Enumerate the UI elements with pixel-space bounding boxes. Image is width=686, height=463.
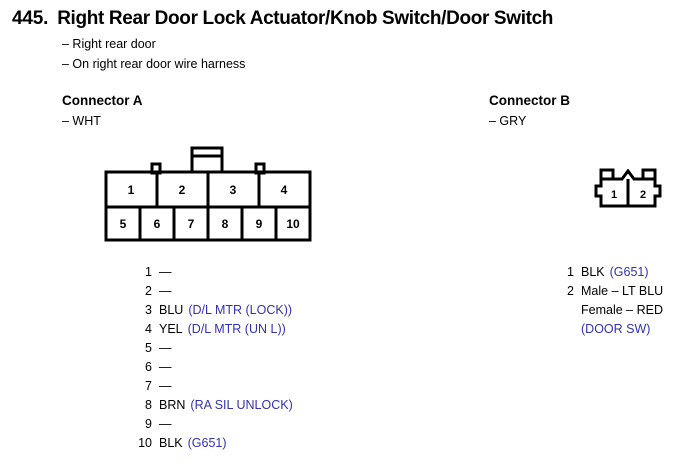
pin-number: 2 — [567, 284, 574, 298]
pin-number: 5 — [145, 341, 152, 355]
page-title-text: Right Rear Door Lock Actuator/Knob Switc… — [57, 8, 554, 29]
connector-b-svg: 1 2 — [594, 168, 662, 208]
connector-a-pin-list: 1 — 2 — 3 BLU (D/L MTR (LOCK)) 4 YEL (D/… — [130, 265, 293, 455]
page-title: 445. Right Rear Door Lock Actuator/Knob … — [12, 8, 682, 30]
pin-row-continuation: 2 Female – RED — [552, 303, 663, 322]
pin-row: 5 — — [130, 341, 293, 360]
pin-cell-8: 8 — [222, 217, 229, 231]
pin-description: (G651) — [609, 265, 649, 279]
pin-label: — — [159, 284, 172, 298]
pin-label: — — [159, 360, 172, 374]
pin-row: 9 — — [130, 417, 293, 436]
connector-b-pin-cell-2: 2 — [640, 189, 646, 201]
pin-number: 1 — [145, 265, 152, 279]
pin-row: 7 — — [130, 379, 293, 398]
pin-description: (G651) — [187, 436, 227, 450]
pin-number: 7 — [145, 379, 152, 393]
pin-row: 2 Male – LT BLU — [552, 284, 663, 303]
connector-a-diagram: 1 2 3 4 5 6 7 8 9 10 — [98, 140, 324, 248]
page-title-number: 445. — [12, 8, 49, 29]
pin-cell-7: 7 — [188, 217, 195, 231]
note-line-1: – Right rear door — [62, 37, 156, 51]
pin-label: BLK — [159, 436, 183, 450]
pin-row: 8 BRN (RA SIL UNLOCK) — [130, 398, 293, 417]
connector-a-heading: Connector A — [62, 93, 143, 108]
connector-b-heading: Connector B — [489, 93, 570, 108]
pin-number: 4 — [145, 322, 152, 336]
pin-cell-4: 4 — [281, 183, 288, 197]
pin-row: 6 — — [130, 360, 293, 379]
pin-label: BLU — [159, 303, 184, 317]
pin-label: — — [159, 265, 172, 279]
connector-b-wire-color: – GRY — [489, 114, 527, 128]
pin-row: 10 BLK (G651) — [130, 436, 293, 455]
pin-number: 1 — [567, 265, 574, 279]
connector-b-pin-cell-1: 1 — [611, 189, 617, 201]
pin-label: BRN — [159, 398, 186, 412]
pin-row: 3 BLU (D/L MTR (LOCK)) — [130, 303, 293, 322]
pin-cell-6: 6 — [154, 217, 161, 231]
connector-a-wire-color: – WHT — [62, 114, 101, 128]
pin-label: — — [159, 341, 172, 355]
pin-label: — — [159, 417, 172, 431]
pin-row: 2 — — [130, 284, 293, 303]
pin-description: (RA SIL UNLOCK) — [190, 398, 293, 412]
pin-label: Male – LT BLU — [581, 284, 664, 298]
pin-description: (D/L MTR (LOCK)) — [188, 303, 293, 317]
pin-row: 1 BLK (G651) — [552, 265, 663, 284]
pin-description: (D/L MTR (UN L)) — [187, 322, 286, 336]
pin-cell-10: 10 — [286, 217, 300, 231]
pin-cell-1: 1 — [128, 183, 135, 197]
pin-cell-9: 9 — [256, 217, 263, 231]
pin-number: 9 — [145, 417, 152, 431]
pin-row: 4 YEL (D/L MTR (UN L)) — [130, 322, 293, 341]
pin-row-continuation: 2 (DOOR SW) — [552, 322, 663, 341]
pin-number: 3 — [145, 303, 152, 317]
pin-label: YEL — [159, 322, 183, 336]
connector-b-body — [594, 168, 662, 208]
pin-label: BLK — [581, 265, 605, 279]
center-tab — [190, 146, 224, 174]
pin-row: 1 — — [130, 265, 293, 284]
pin-label: Female – RED — [581, 303, 663, 317]
note-line-2: – On right rear door wire harness — [62, 57, 246, 71]
pin-number: 10 — [138, 436, 152, 450]
connector-a-svg: 1 2 3 4 5 6 7 8 9 10 — [104, 146, 312, 242]
pin-number: 2 — [145, 284, 152, 298]
pin-number: 8 — [145, 398, 152, 412]
pin-label: — — [159, 379, 172, 393]
pin-description: (DOOR SW) — [581, 322, 651, 336]
pin-cell-2: 2 — [179, 183, 186, 197]
connector-b-diagram: 1 2 — [592, 166, 672, 216]
connector-b-pin-list: 1 BLK (G651) 2 Male – LT BLU 2 Female – … — [552, 265, 663, 341]
pin-cell-5: 5 — [120, 217, 127, 231]
pin-number: 6 — [145, 360, 152, 374]
pin-cell-3: 3 — [230, 183, 237, 197]
